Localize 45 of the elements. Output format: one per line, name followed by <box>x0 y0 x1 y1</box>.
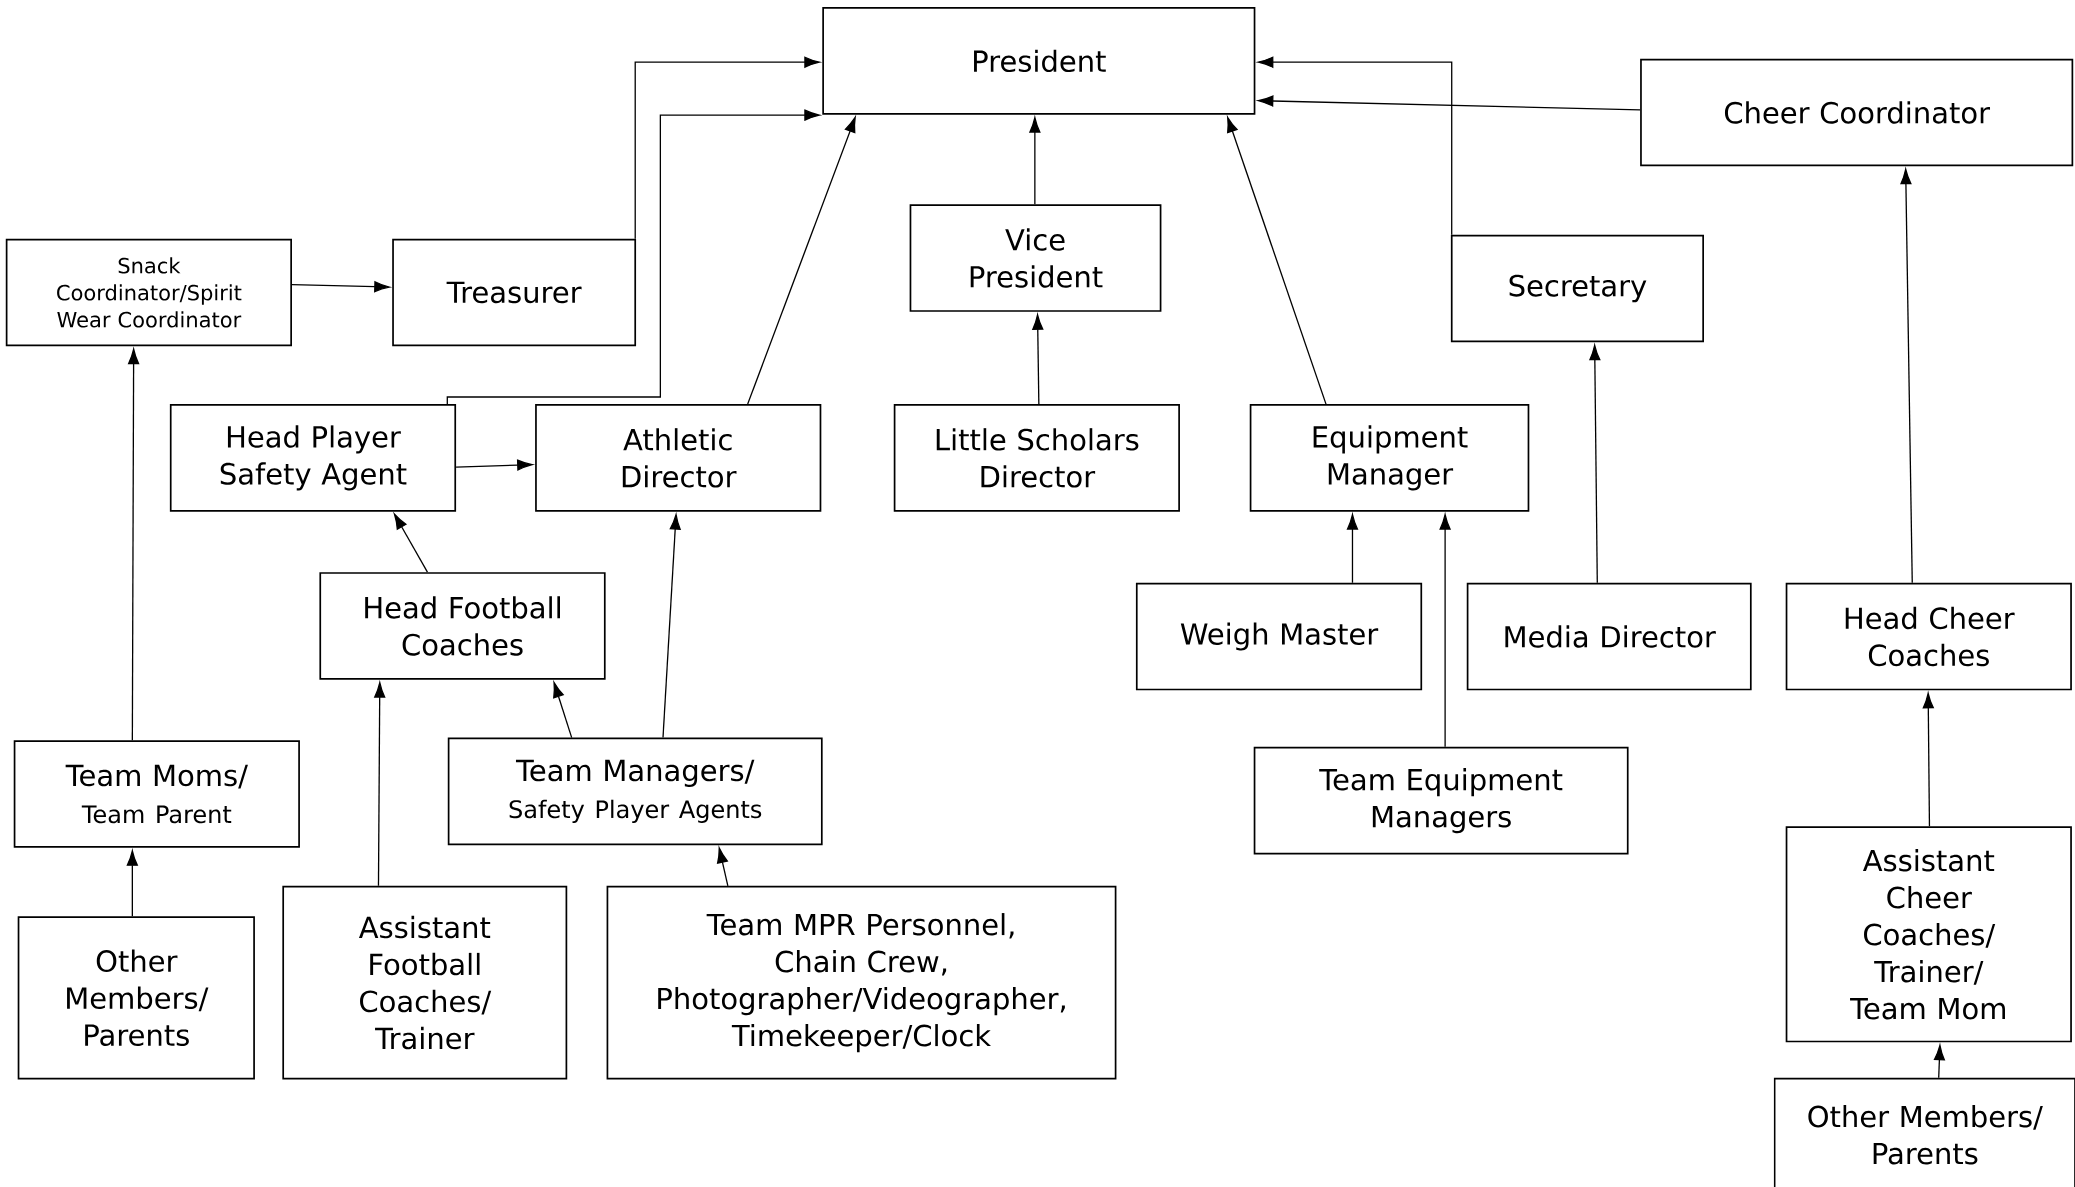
role-box: Team MPR Personnel, Chain Crew, Photographer/Videographer, Timekeeper/Clock <box>606 885 1117 1080</box>
arrow <box>1439 514 1451 748</box>
arrow <box>747 116 856 405</box>
role-box: Other Members/ Parents <box>17 916 255 1080</box>
role-box: Assistant Football Coaches/ Trainer <box>282 885 568 1080</box>
arrow <box>291 281 390 293</box>
role-box: Treasurer <box>392 238 637 347</box>
role-box: President <box>822 7 1256 115</box>
role-box: Media Director <box>1466 582 1752 691</box>
role-box: Other Members/ Parents <box>1773 1077 2075 1187</box>
role-box: Athletic Director <box>535 404 822 512</box>
role-box: Little Scholars Director <box>893 404 1180 512</box>
arrow <box>1900 168 1913 584</box>
arrow <box>393 513 429 573</box>
role-box: Cheer Coordinator <box>1640 58 2074 167</box>
role-box: Head Player Safety Agent <box>169 404 457 512</box>
role-box: Weigh Master <box>1135 582 1423 691</box>
role-box: Team Managers/ Safety Player Agents <box>447 737 823 846</box>
role-box: Head Cheer Coaches <box>1785 582 2072 691</box>
role-box: Assistant Cheer Coaches/ Trainer/ Team Mom <box>1785 826 2072 1043</box>
arrow <box>717 847 729 887</box>
arrow <box>374 682 386 887</box>
arrow <box>662 514 681 739</box>
arrow <box>1922 692 1934 827</box>
arrow <box>1257 56 1453 236</box>
arrow <box>1257 95 1641 111</box>
arrow <box>1933 1044 1945 1079</box>
arrow <box>446 109 820 405</box>
role-box: Equipment Manager <box>1249 404 1530 512</box>
arrow <box>1029 117 1041 205</box>
arrow <box>1346 514 1359 584</box>
arrow <box>128 348 140 741</box>
arrow <box>1032 314 1044 405</box>
arrow <box>553 681 573 739</box>
role-box: Team Equipment Managers <box>1253 746 1629 855</box>
role-box: Team Moms/ Team Parent <box>13 740 300 848</box>
arrow <box>126 850 138 917</box>
role-box: Snack Coordinator/Spirit Wear Coordinator <box>5 238 292 347</box>
arrow <box>634 56 820 240</box>
arrow <box>455 459 533 471</box>
arrow <box>1589 344 1601 584</box>
role-box: Secretary <box>1450 234 1704 343</box>
arrow <box>1227 116 1327 405</box>
role-box: Head Football Coaches <box>319 572 606 680</box>
role-box: Vice President <box>909 204 1162 312</box>
